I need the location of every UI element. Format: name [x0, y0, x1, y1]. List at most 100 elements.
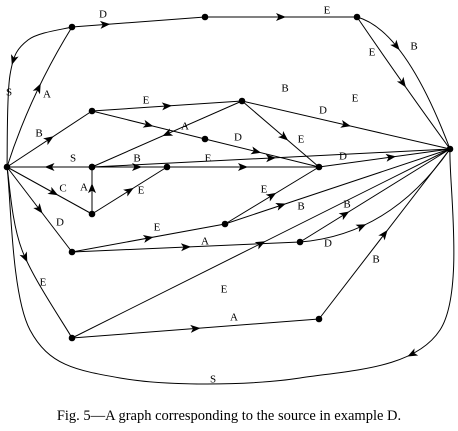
node-n6 [238, 97, 246, 105]
edge-line [356, 16, 451, 150]
arrowhead [32, 83, 41, 95]
arrowhead [142, 234, 154, 243]
edge-label: E [352, 93, 359, 105]
edge-label: B [133, 153, 140, 165]
arrowhead [123, 187, 134, 197]
edge-n3-n4-b: B [356, 16, 451, 150]
edge-label: E [221, 284, 228, 296]
arrowhead [33, 203, 43, 214]
arrowhead [396, 76, 406, 88]
edge-n17-n4-b: B [318, 148, 451, 320]
arrowhead [99, 20, 111, 29]
arrowhead [44, 163, 55, 171]
edge-n15-n4-d: D [299, 148, 451, 250]
node-n1 [68, 23, 76, 31]
edge-n10-n11-b: B [92, 153, 167, 171]
arrowhead [11, 54, 19, 65]
edge-n16-n4-e: E [71, 148, 451, 339]
edge-label: D [99, 9, 107, 21]
edge-n13-n14-e: E [71, 222, 226, 253]
edge-line [224, 148, 451, 225]
edge-line [6, 26, 73, 168]
edge-label: B [372, 254, 379, 266]
edge-n0-n1-a: A [6, 26, 73, 168]
edge-label: A [80, 182, 88, 194]
arrowhead [390, 39, 400, 51]
edge-n6-n4-d: D [241, 100, 451, 150]
edge-n6-n7-b: B [91, 83, 289, 168]
edge-n13-n15-a: A [71, 236, 301, 253]
node-n5 [88, 107, 96, 115]
arrowhead [190, 324, 201, 333]
edge-label: D [319, 105, 327, 117]
edge-label: B [281, 83, 288, 95]
edge-n15-n4-b: B [299, 148, 451, 243]
arrowhead [238, 163, 248, 171]
edge-label: C [59, 183, 66, 195]
arrowhead [407, 348, 419, 357]
arrowhead [250, 146, 262, 155]
edge-n10-n0-s: S [7, 153, 92, 171]
edge-line [241, 100, 320, 168]
edge-line [204, 138, 320, 168]
edge-n0-n5-b: B [6, 110, 93, 168]
edge-label: E [40, 277, 47, 289]
edge-label: E [205, 153, 212, 165]
node-n12 [88, 210, 96, 218]
edge-n14-n4-b: B [224, 148, 451, 225]
edge-n0-n12-c: C [6, 166, 93, 215]
edge-n9-n4-d: D [318, 148, 451, 168]
edge-label: A [201, 236, 209, 248]
arrowhead [43, 136, 54, 146]
edge-n4-n0-s: S [6, 148, 455, 386]
arrowhead [385, 153, 397, 162]
edge-label: B [343, 199, 350, 211]
arrowhead [378, 230, 388, 241]
edge-label: E [369, 47, 376, 59]
arrowhead [355, 224, 367, 233]
arrowhead [47, 186, 59, 196]
arrowhead [180, 243, 191, 252]
node-n10 [88, 163, 96, 171]
edge-label: A [230, 312, 238, 324]
edge-n8-n9-d: D [204, 132, 320, 168]
edge-label: A [181, 121, 189, 133]
node-n3 [353, 13, 361, 21]
arrowhead [142, 119, 154, 128]
edge-n16-n17-a: A [71, 312, 320, 339]
edge-line [6, 166, 93, 215]
edge-n5-n8-a: A [91, 110, 206, 140]
edge-n1-n2-d: D [71, 9, 206, 29]
arrowhead [277, 131, 289, 141]
edge-line [6, 148, 455, 385]
node-n17 [315, 315, 323, 323]
edge-line [299, 148, 451, 243]
edge-n5-n6-e: E [91, 95, 243, 112]
edge-line [318, 148, 451, 168]
arrowhead [161, 102, 172, 111]
edge-label: D [324, 238, 332, 250]
edge-label: A [43, 89, 51, 101]
edge-label: E [138, 185, 145, 197]
edge-label: B [410, 41, 417, 53]
arrowhead [265, 154, 276, 163]
edge-n0-n13-d: D [6, 166, 73, 253]
edge-label: E [298, 134, 305, 146]
arrowhead [88, 183, 96, 194]
edge-n0-n16-e: E [6, 166, 73, 339]
node-n4 [446, 145, 454, 153]
arrowhead [338, 211, 350, 221]
arrowhead [265, 192, 277, 202]
edge-n12-n10-a: A [80, 167, 96, 214]
edge-line [6, 166, 73, 339]
edge-label: S [6, 87, 12, 99]
node-n0 [3, 163, 11, 171]
edge-label: B [297, 201, 304, 213]
arrowhead [275, 203, 286, 211]
node-n13 [68, 248, 76, 256]
edge-label: D [234, 132, 242, 144]
edge-label: E [324, 5, 331, 17]
edge-label: E [143, 95, 150, 107]
